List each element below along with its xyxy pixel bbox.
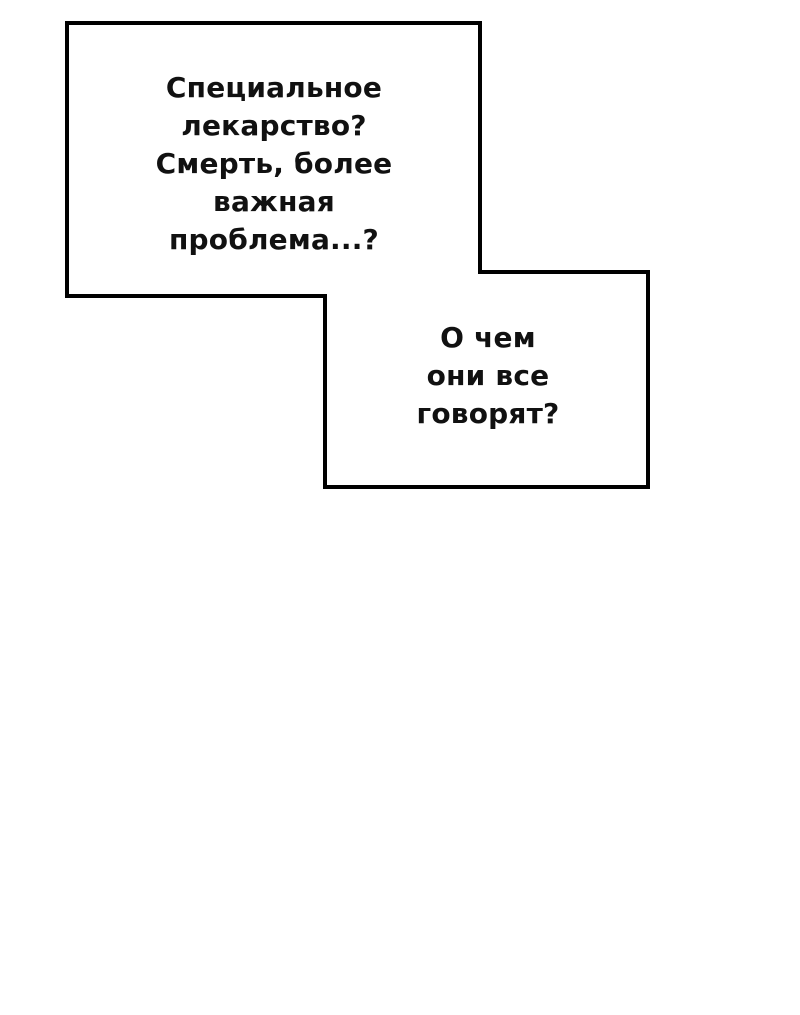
speech-box-shape xyxy=(65,21,650,489)
caption-upper-line: важная xyxy=(213,185,335,218)
caption-lower-line: они все xyxy=(426,359,550,392)
caption-upper-line: лекарство? xyxy=(181,109,367,142)
caption-lower-line: говорят? xyxy=(416,397,560,430)
caption-upper-line: проблема...? xyxy=(168,223,379,256)
caption-lower: О чем они все говорят? xyxy=(368,319,608,433)
caption-upper-line: Смерть, более xyxy=(155,147,393,180)
caption-lower-line: О чем xyxy=(440,321,536,354)
caption-upper: Специальное лекарство? Смерть, более важ… xyxy=(124,69,424,259)
caption-upper-line: Специальное xyxy=(165,71,383,104)
